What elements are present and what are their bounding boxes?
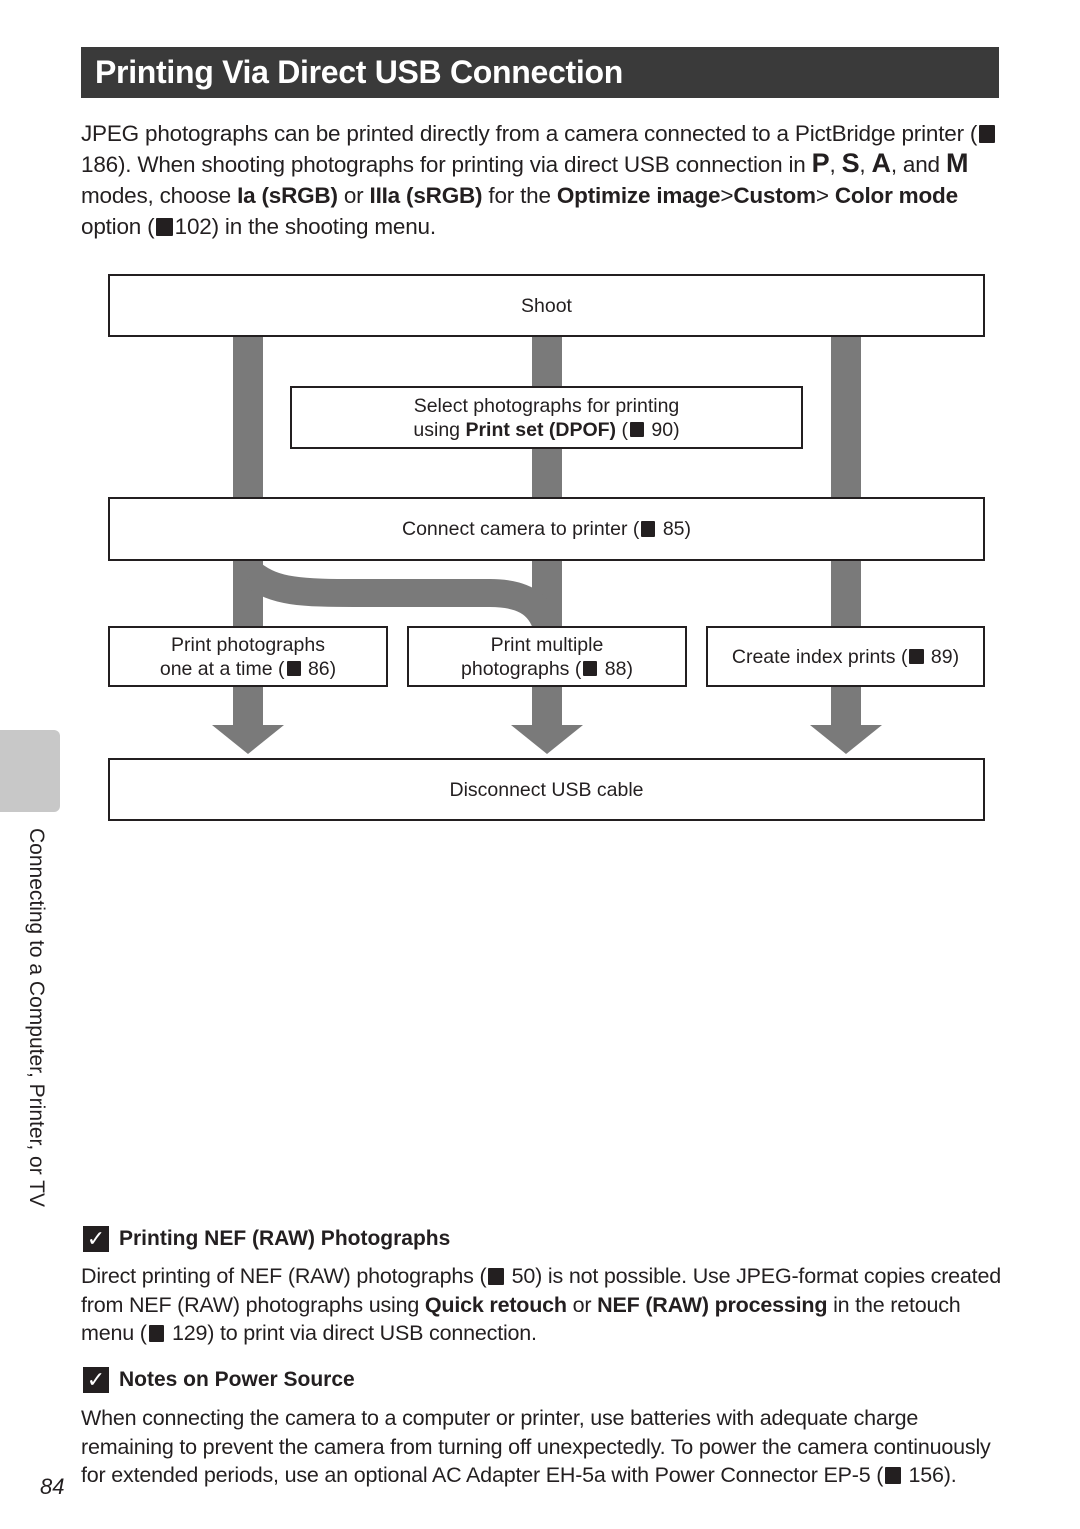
flow-step-label: using <box>413 418 461 441</box>
arrow-head <box>511 725 583 754</box>
intro-text: JPEG photographs can be printed directly… <box>81 121 978 146</box>
page-number: 84 <box>40 1474 65 1499</box>
intro-text: and <box>902 152 940 177</box>
page-ref-icon <box>488 1267 504 1285</box>
chapter-label: Connecting to a Computer, Printer, or TV <box>25 828 48 1207</box>
connector-curve <box>243 562 561 632</box>
page-ref-icon <box>629 421 644 438</box>
menu-optimize-image: Optimize image <box>556 183 721 208</box>
mode-s-icon: S <box>841 148 860 178</box>
page-ref-icon <box>641 521 656 537</box>
chapter-tab <box>0 730 60 812</box>
mode-p-icon: P <box>811 148 830 178</box>
flow-step-label: Create index prints ( <box>731 645 908 668</box>
flow-step-ref: 88) <box>604 657 633 680</box>
note-heading-text: Printing NEF (RAW) Photographs <box>119 1227 451 1250</box>
intro-text: 102) in the shooting menu. <box>174 214 436 239</box>
check-icon: ✓ <box>83 1367 109 1393</box>
arrow-head <box>212 725 284 754</box>
intro-text: modes, choose <box>81 183 231 208</box>
note-text: Direct printing of NEF (RAW) photographs… <box>81 1264 487 1288</box>
arrow-head <box>810 725 882 754</box>
connector-bar <box>831 560 861 627</box>
page-ref-icon <box>909 648 924 665</box>
page-ref-icon <box>583 660 598 677</box>
connector-bar <box>233 336 263 499</box>
mode-a-icon: A <box>871 148 892 178</box>
note-heading-text: Notes on Power Source <box>119 1368 355 1391</box>
connector-bar <box>233 560 263 627</box>
note-text: or <box>572 1292 592 1317</box>
menu-quick-retouch: Quick retouch <box>424 1292 567 1317</box>
menu-nef-processing: NEF (RAW) processing <box>597 1292 828 1317</box>
flow-step-print-one: Print photographs one at a time ( 86) <box>108 626 388 687</box>
flow-step-label: Select photographs for printing <box>413 394 680 417</box>
menu-print-set: Print set (DPOF) <box>465 418 617 441</box>
intro-text: or <box>343 183 364 208</box>
check-icon: ✓ <box>83 1226 109 1252</box>
page-ref-icon <box>885 1466 901 1484</box>
intro-text: option ( <box>81 214 155 239</box>
connector-bar <box>831 336 861 499</box>
flow-step-label: one at a time ( <box>159 657 285 680</box>
note-text: 50) is not possible. Use JPEG-format cop… <box>81 1264 1001 1317</box>
page-ref-icon <box>148 1324 165 1342</box>
option-ia: Ia (sRGB) <box>237 183 338 208</box>
note-text: in the retouch menu ( <box>81 1292 961 1346</box>
note-text: 156). <box>908 1463 957 1487</box>
flow-step-ref: 89) <box>930 645 960 668</box>
flow-step-label: Print photographs <box>171 633 325 656</box>
flow-step-ref: 86) <box>307 657 337 680</box>
connector-bar <box>532 448 562 499</box>
connector-bar <box>233 686 263 726</box>
flow-step-label: Disconnect USB cable <box>449 778 644 801</box>
flow-step-label: Connect camera to printer ( <box>402 518 640 540</box>
option-iiia: IIIa (sRGB) <box>369 183 483 208</box>
note-body-power: When connecting the camera to a computer… <box>81 1404 1006 1490</box>
note-text: When connecting the camera to a computer… <box>81 1406 991 1487</box>
note-text: 129) to print via direct USB connection. <box>171 1321 537 1345</box>
flow-step-label: Shoot <box>521 294 572 317</box>
flow-step-shoot: Shoot <box>108 274 985 337</box>
title-bar: Printing Via Direct USB Connection <box>81 47 999 98</box>
flow-step-connect: Connect camera to printer ( 85) <box>108 497 985 561</box>
page-ref-icon <box>286 660 301 677</box>
flow-step-ref: 90) <box>651 418 680 441</box>
connector-bar <box>532 336 562 388</box>
flow-step-select: Select photographs for printing using Pr… <box>290 386 803 449</box>
page-ref-icon <box>979 125 996 143</box>
flow-step-label: Print multiple <box>490 633 604 656</box>
note-heading-power: ✓ Notes on Power Source <box>83 1367 355 1393</box>
flow-step-index-prints: Create index prints ( 89) <box>706 626 985 687</box>
connector-bar <box>532 686 562 726</box>
page-title: Printing Via Direct USB Connection <box>95 54 623 90</box>
flow-step-print-multiple: Print multiple photographs ( 88) <box>407 626 687 687</box>
flow-step-label: photographs ( <box>461 657 582 680</box>
connector-bar <box>831 686 861 726</box>
mode-m-icon: M <box>945 148 969 178</box>
page-ref-icon <box>156 218 173 236</box>
intro-paragraph: JPEG photographs can be printed directly… <box>81 118 1006 242</box>
intro-text: for the <box>488 183 551 208</box>
note-body-nef: Direct printing of NEF (RAW) photographs… <box>81 1262 1006 1348</box>
flow-step-ref: 85) <box>662 518 691 540</box>
menu-custom: Custom <box>733 183 816 208</box>
connector-bar <box>532 560 562 627</box>
intro-text: 186). When shooting photographs for prin… <box>81 152 806 177</box>
note-heading-nef: ✓ Printing NEF (RAW) Photographs <box>83 1226 450 1252</box>
flow-step-disconnect: Disconnect USB cable <box>108 758 985 821</box>
menu-color-mode: Color mode <box>834 183 958 208</box>
